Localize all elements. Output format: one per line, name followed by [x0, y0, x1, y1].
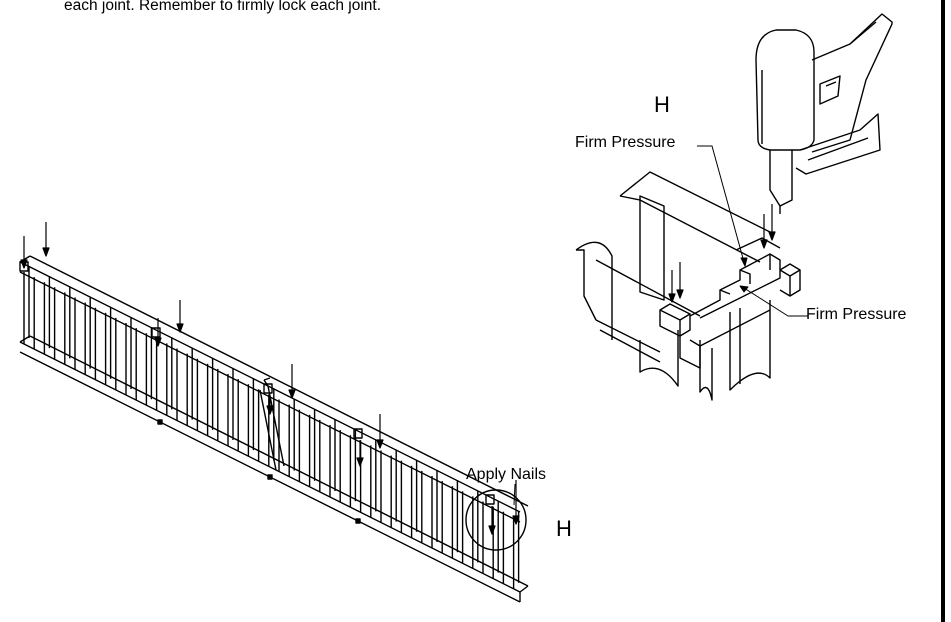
truss-joint-block [353, 428, 363, 439]
truss-joint-block [263, 383, 273, 394]
detail-arrow-3 [760, 214, 768, 249]
apply-nails-leader [513, 483, 516, 506]
arrow-10 [512, 480, 520, 525]
truss-bottom-joint [267, 474, 273, 480]
truss-diagonal-braces [259, 377, 285, 471]
arrow-3 [154, 318, 162, 347]
detail-frame [575, 171, 771, 401]
arrow-9 [488, 506, 496, 535]
truss-nail-arrows [20, 222, 520, 535]
leader-firm-pressure-right [743, 287, 808, 317]
arrow-1 [20, 236, 28, 269]
truss-vertical-posts [23, 266, 520, 589]
arrow-7 [356, 440, 364, 467]
detail-label-h: H [654, 92, 670, 117]
detail-arrow-4 [768, 204, 776, 241]
arrow-2 [42, 222, 50, 257]
truss-bottom-joint [157, 419, 163, 425]
truss-joint-blocks [19, 261, 495, 524]
detail-circle [465, 489, 527, 551]
instruction-text: each joint. Remember to firmly lock each… [64, 0, 382, 14]
truss-label-h: H [556, 516, 572, 541]
arrow-6 [288, 364, 296, 399]
detail-joint-blocks [659, 237, 801, 369]
arrow-5 [266, 396, 274, 415]
truss-bottom-joint [355, 518, 361, 524]
truss-joint-block [151, 327, 161, 338]
arrow-8 [376, 414, 384, 449]
firm-pressure-label-top: Firm Pressure [575, 134, 676, 151]
page-frame-edge [941, 0, 945, 622]
truss-joint-block [485, 494, 495, 505]
detail-nail-arrows [668, 204, 776, 303]
apply-nails-label: Apply Nails [466, 466, 547, 483]
detail-arrow-1 [668, 270, 676, 303]
detail-arrow-2 [676, 262, 684, 299]
nail-gun [755, 13, 893, 214]
leader-firm-pressure-top [697, 145, 745, 263]
detail-leaders [697, 145, 808, 317]
firm-pressure-label-right: Firm Pressure [806, 306, 907, 323]
arrow-4 [176, 300, 184, 333]
